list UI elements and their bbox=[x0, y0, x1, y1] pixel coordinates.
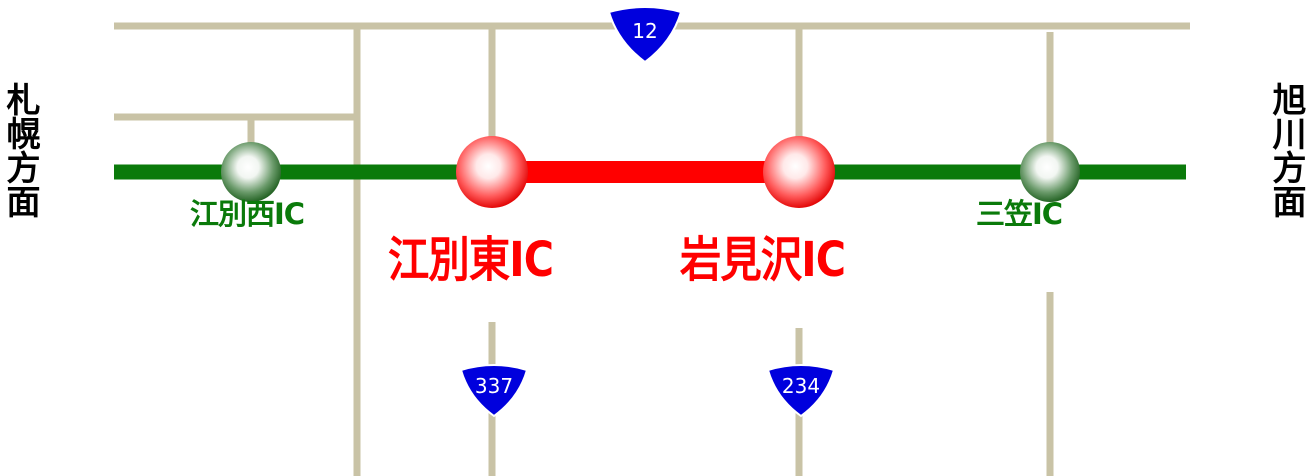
ic-label-ebetsu-nishi[interactable]: 江別西IC bbox=[190, 197, 305, 231]
ic-label-mikasa[interactable]: 三笠IC bbox=[976, 197, 1063, 231]
route-shield-12: 12 bbox=[607, 6, 683, 64]
direction-west-label: 札幌方面 bbox=[0, 82, 40, 218]
direction-east-label: 旭川方面 bbox=[1266, 82, 1306, 218]
local-roads bbox=[114, 22, 1190, 476]
ic-marker-ebetsu-nishi[interactable] bbox=[221, 142, 281, 202]
ic-label-iwamizawa[interactable]: 岩見沢IC bbox=[680, 232, 846, 288]
ic-marker-ebetsu-higashi[interactable] bbox=[456, 136, 528, 208]
ic-marker-iwamizawa[interactable] bbox=[763, 136, 835, 208]
ic-label-ebetsu-higashi[interactable]: 江別東IC bbox=[388, 232, 554, 288]
route-shield-234-number: 234 bbox=[782, 374, 820, 398]
route-shield-12-number: 12 bbox=[632, 19, 657, 43]
route-shield-234: 234 bbox=[766, 364, 836, 418]
route-shield-337: 337 bbox=[459, 364, 529, 418]
route-shield-337-number: 337 bbox=[475, 374, 513, 398]
ic-marker-mikasa[interactable] bbox=[1020, 142, 1080, 202]
